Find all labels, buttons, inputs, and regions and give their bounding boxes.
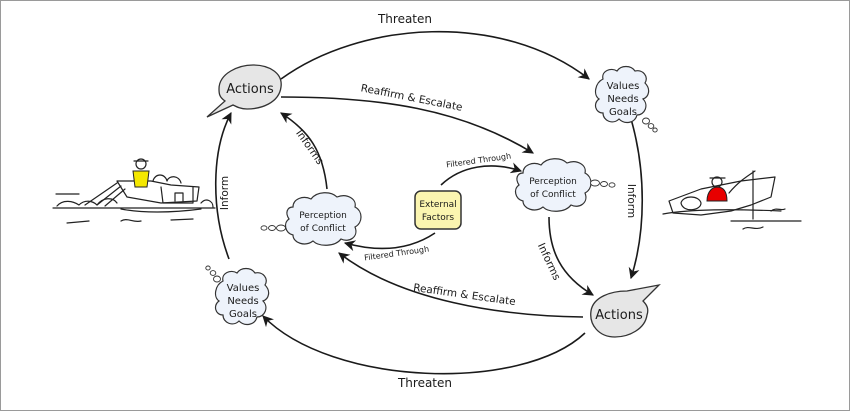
waves — [52, 193, 216, 224]
edge-informs-left — [280, 112, 328, 190]
edge-informs-right — [548, 216, 594, 296]
label-inform-left: Inform — [219, 176, 231, 210]
label-reaffirm-top: Reaffirm & Escalate — [360, 82, 464, 113]
cargo — [152, 174, 182, 184]
edge-filtered-top — [440, 162, 523, 186]
person-yellow — [132, 158, 150, 188]
right-fisher-illustration — [662, 170, 802, 230]
thought-dots — [590, 179, 616, 188]
edge-threaten-bottom — [262, 315, 586, 375]
cloud-shape — [214, 267, 270, 326]
edge-reaffirm-top — [280, 96, 534, 154]
label-threaten-bottom: Threaten — [397, 376, 452, 390]
edge-inform-left — [214, 112, 232, 260]
label-inform-right: Inform — [625, 184, 637, 218]
waves — [662, 208, 802, 230]
thought-dots — [260, 224, 286, 232]
boat-seat — [680, 196, 702, 211]
edge-filtered-bottom — [343, 232, 436, 252]
speech-bubble-shape — [590, 283, 661, 338]
node-actions-bottom: Actions — [590, 283, 661, 338]
external-factors-box — [414, 190, 462, 230]
left-fisher-illustration — [52, 158, 216, 224]
edge-threaten-top — [280, 30, 590, 80]
cloud-shape — [514, 158, 592, 212]
node-actions-top: Actions — [206, 64, 282, 118]
speech-bubble-shape — [206, 64, 282, 118]
actions-top-label: Actions — [226, 82, 274, 97]
fishing-net — [56, 182, 214, 208]
thought-dots — [642, 117, 658, 133]
fishing-rod — [728, 170, 756, 220]
person-red — [706, 176, 728, 202]
cloud-shape — [594, 65, 650, 124]
boat-cabin — [160, 186, 194, 204]
actions-bottom-label: Actions — [595, 308, 643, 323]
thought-dots — [205, 265, 221, 283]
label-informs-left: Informs — [293, 128, 326, 167]
boat-hull — [116, 180, 200, 204]
label-threaten-top: Threaten — [377, 12, 432, 26]
edge-inform-right — [628, 118, 643, 280]
edge-reaffirm-bottom — [338, 252, 584, 318]
